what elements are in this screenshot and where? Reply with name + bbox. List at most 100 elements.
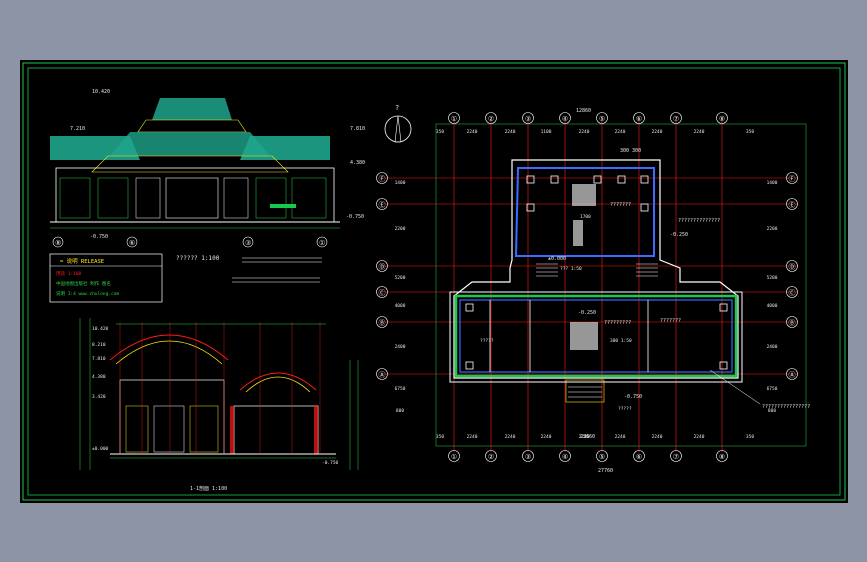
- axis-bubble: [786, 286, 798, 298]
- plan-label-level-hall: -0.250: [578, 310, 596, 316]
- elev-level-4: 4.380: [350, 160, 365, 166]
- plan-row-axis-right: Ⓐ: [789, 371, 796, 379]
- plan-left-dim: 800: [396, 408, 404, 414]
- plan-row-axis-left: Ⓐ: [379, 371, 386, 379]
- plan-row-axis-right: Ⓔ: [789, 201, 796, 209]
- plan-row-axis-right: Ⓕ: [789, 175, 796, 183]
- sect-level-2: 8.210: [92, 342, 106, 348]
- axis-bubble: [522, 450, 534, 462]
- axis-bubble: [559, 112, 571, 124]
- plan-col-axis-top: ①: [451, 115, 457, 123]
- axis-bubble: [786, 368, 798, 380]
- plan-left-dim: 4000: [395, 303, 406, 309]
- axis-bubble: [596, 112, 608, 124]
- axis-bubble: [670, 450, 682, 462]
- plan-bottom-total: 27760: [598, 468, 613, 474]
- elev-axis-3: ③: [245, 239, 251, 247]
- axis-bubble: [559, 450, 571, 462]
- plan-top-dim: 2240: [505, 129, 516, 135]
- plan-col-axis-bottom: ⑤: [599, 453, 605, 461]
- plan-col-axis-bottom: ①: [451, 453, 457, 461]
- plan-hall: [454, 294, 738, 378]
- elev-level-3: 7.810: [350, 126, 365, 132]
- plan-left-dim: 2400: [395, 344, 406, 350]
- elev-level-1: 10.420: [92, 89, 110, 95]
- axis-bubble: [376, 286, 388, 298]
- plan-label-note-upper: ??????????????: [678, 218, 720, 224]
- north-arrow-icon: [384, 115, 412, 143]
- plan-top-dim: 2240: [579, 129, 590, 135]
- plan-bottom-total-2: 23660: [580, 434, 595, 440]
- plan-top-dim: 2240: [694, 129, 705, 135]
- axis-bubble: [716, 450, 728, 462]
- plan-label-room-upper: ???????: [610, 202, 631, 208]
- plan-bottom-dim: 2240: [467, 434, 478, 440]
- cad-drawing: 10.420 7.210 7.810 4.380 -0.750 -0.750 ⑧…: [22, 62, 846, 501]
- plan-bottom-dim: 2240: [579, 434, 590, 440]
- plan-row-axis-right: Ⓓ: [789, 263, 796, 271]
- plan-top-dim: 2240: [467, 129, 478, 135]
- plan-col-axis-top: ⑦: [673, 115, 679, 123]
- plan-right-dim: 1400: [767, 180, 778, 186]
- north-arrow-label: ?: [395, 104, 399, 112]
- plan-right-dim: 6750: [767, 386, 778, 392]
- plan-bottom-dim: 2240: [694, 434, 705, 440]
- axis-bubble: [448, 112, 460, 124]
- plan-top-total: 12860: [576, 108, 591, 114]
- plan-col-axis-bottom: ②: [488, 453, 494, 461]
- elev-axis-2: ⑥: [129, 239, 135, 247]
- sheet-border: [22, 62, 846, 501]
- plan-col-axis-bottom: ③: [525, 453, 531, 461]
- plan-col-axis-top: ②: [488, 115, 494, 123]
- plan-top-dim: 1100: [541, 129, 552, 135]
- plan-bottom-dim: 2240: [652, 434, 663, 440]
- plan-col-axis-top: ③: [525, 115, 531, 123]
- sect-level-4: 4.380: [92, 374, 106, 380]
- axis-bubble: [786, 260, 798, 272]
- plan-label-left-room: ?????: [480, 338, 494, 344]
- axis-bubble: [633, 112, 645, 124]
- plan-label-level-upper: -0.250: [670, 232, 688, 238]
- inner-border: [27, 67, 841, 496]
- plan-label-hall-note: ?????????: [604, 320, 631, 326]
- plan-left-dim: 5200: [395, 275, 406, 281]
- axis-bubble: [522, 112, 534, 124]
- legend-strokes: [232, 257, 322, 283]
- plan-label-north-strip: 300 300: [620, 148, 641, 154]
- plan-top-dim: 350: [746, 129, 754, 135]
- section-view: 10.420 8.210 7.810 4.380 3.420 ±0.000 -0…: [79, 318, 359, 492]
- plan-col-axis-bottom: ⑧: [719, 453, 725, 461]
- axis-bubble: [376, 368, 388, 380]
- axis-bubble: [670, 112, 682, 124]
- plan-right-dim: 2200: [767, 226, 778, 232]
- plan-row-axis-left: Ⓕ: [379, 175, 386, 183]
- axis-bubble: [376, 198, 388, 210]
- sect-level-6: ±0.000: [92, 446, 109, 452]
- axis-bubble: [448, 450, 460, 462]
- plan-top-dim: 2240: [615, 129, 626, 135]
- plan-left-dim: 1400: [395, 180, 406, 186]
- elevation-view: 10.420 7.210 7.810 4.380 -0.750 -0.750 ⑧…: [50, 89, 365, 248]
- scale-label: ?????? 1:100: [176, 255, 220, 262]
- plan-col-axis-bottom: ④: [562, 453, 568, 461]
- axis-bubble: [485, 450, 497, 462]
- plan-label-right-room: ???????: [660, 318, 681, 324]
- plan-label-hall-dim: 300 1:50: [610, 338, 632, 344]
- section-title: 1-1剖面 1:100: [190, 485, 227, 492]
- plan-label-dim-1700: 1700: [580, 214, 591, 220]
- elev-level-6: -0.750: [346, 214, 364, 220]
- plan-col-axis-bottom: ⑥: [636, 453, 642, 461]
- plan-row-axis-right: Ⓑ: [789, 319, 796, 327]
- axis-bubble: [376, 316, 388, 328]
- plan-right-dim: 5200: [767, 275, 778, 281]
- plan-right-dim: 4000: [767, 303, 778, 309]
- axis-bubble: [596, 450, 608, 462]
- elev-level-5: -0.750: [90, 234, 108, 240]
- axis-bubble: [376, 260, 388, 272]
- plan-label-stair: ??? 1:50: [560, 266, 582, 272]
- plan-left-dim: 2200: [395, 226, 406, 232]
- floor-plan: ?: [376, 104, 810, 474]
- axis-bubble: [786, 172, 798, 184]
- plan-right-dim: 2400: [767, 344, 778, 350]
